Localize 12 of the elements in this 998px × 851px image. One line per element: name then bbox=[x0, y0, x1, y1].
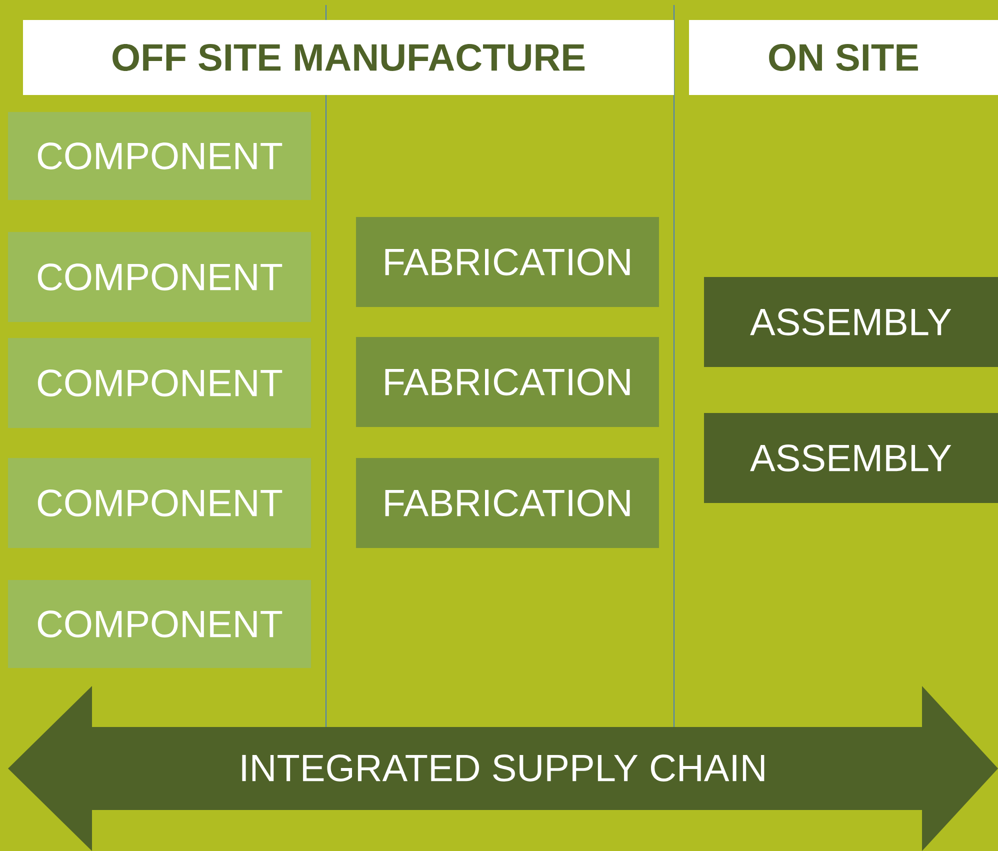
component-box: COMPONENT bbox=[8, 580, 311, 668]
component-box: COMPONENT bbox=[8, 232, 311, 322]
header-box: OFF SITE MANUFACTURE bbox=[23, 20, 674, 95]
component-box: COMPONENT bbox=[8, 112, 311, 200]
assembly-box: ASSEMBLY bbox=[704, 413, 998, 503]
fabrication-box: FABRICATION bbox=[356, 217, 659, 307]
component-box: COMPONENT bbox=[8, 458, 311, 548]
assembly-box: ASSEMBLY bbox=[704, 277, 998, 367]
fabrication-box: FABRICATION bbox=[356, 458, 659, 548]
component-box: COMPONENT bbox=[8, 338, 311, 428]
fabrication-box: FABRICATION bbox=[356, 337, 659, 427]
header-box: ON SITE bbox=[689, 20, 998, 95]
